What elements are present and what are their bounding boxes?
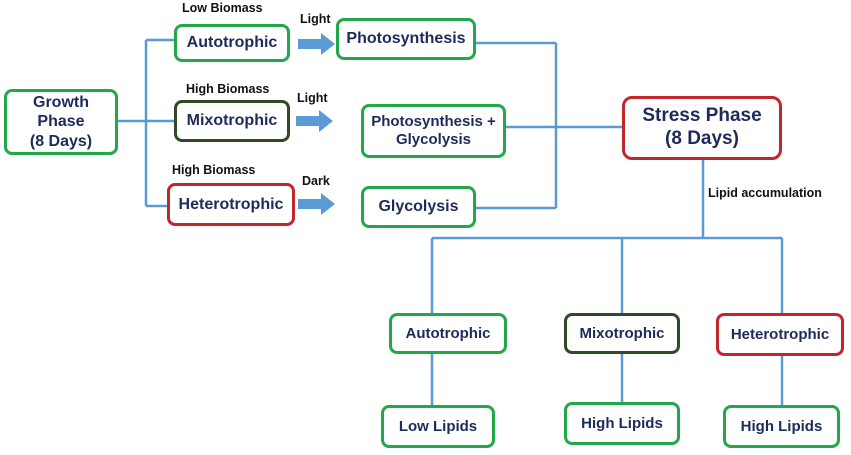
stress-phase-box: Stress Phase (8 Days): [622, 96, 782, 160]
autotrophic-growth-box: Autotrophic: [174, 24, 290, 62]
photosynthesis-glycolysis-label: Photosynthesis + Glycolysis: [371, 113, 496, 148]
high-lipids-mixotrophic-label: High Lipids: [581, 414, 663, 432]
mixotrophic-stress-box: Mixotrophic: [564, 313, 680, 354]
photosynthesis-box: Photosynthesis: [336, 18, 476, 60]
high-lipids-heterotrophic-label: High Lipids: [740, 417, 823, 435]
autotrophic-growth-label: Autotrophic: [186, 34, 278, 52]
mixotrophic-stress-label: Mixotrophic: [579, 324, 665, 342]
light-condition-label-2: Light: [297, 91, 328, 105]
mixotrophic-biomass-label: High Biomass: [186, 82, 270, 96]
heterotrophic-biomass-label: High Biomass: [172, 163, 256, 177]
dark-condition-label: Dark: [302, 174, 330, 188]
high-lipids-heterotrophic-box: High Lipids: [723, 405, 840, 448]
heterotrophic-stress-box: Heterotrophic: [716, 313, 844, 356]
glycolysis-box: Glycolysis: [361, 186, 476, 228]
growth-phase-box: Growth Phase (8 Days): [4, 89, 118, 155]
light-condition-label-1: Light: [300, 12, 331, 26]
high-lipids-mixotrophic-box: High Lipids: [564, 402, 680, 445]
lipid-accumulation-label: Lipid accumulation: [708, 186, 822, 200]
low-lipids-box: Low Lipids: [381, 405, 495, 448]
heterotrophic-growth-label: Heterotrophic: [178, 195, 284, 213]
mixotrophic-growth-box: Mixotrophic: [174, 100, 290, 142]
arrow-light-mixotrophic: [296, 110, 333, 132]
autotrophic-stress-box: Autotrophic: [389, 313, 507, 354]
growth-phase-label: Growth Phase (8 Days): [29, 94, 93, 150]
arrow-light-autotrophic: [298, 33, 335, 55]
photosynthesis-glycolysis-box: Photosynthesis + Glycolysis: [361, 104, 506, 158]
heterotrophic-growth-box: Heterotrophic: [167, 183, 295, 226]
autotrophic-stress-label: Autotrophic: [405, 324, 491, 342]
mixotrophic-growth-label: Mixotrophic: [186, 112, 278, 130]
low-lipids-label: Low Lipids: [398, 417, 478, 435]
heterotrophic-stress-label: Heterotrophic: [730, 325, 830, 343]
autotrophic-biomass-label: Low Biomass: [182, 1, 263, 15]
photosynthesis-label: Photosynthesis: [346, 30, 466, 48]
stress-phase-label: Stress Phase (8 Days): [642, 105, 762, 149]
arrow-dark-heterotrophic: [298, 193, 335, 215]
glycolysis-label: Glycolysis: [378, 198, 459, 216]
